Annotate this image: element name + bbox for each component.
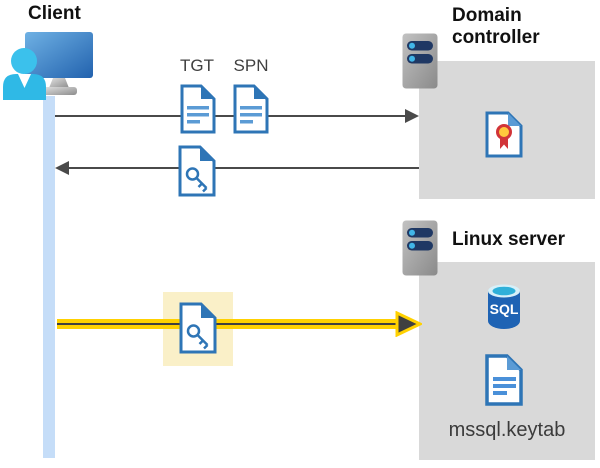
domain-controller-server-icon bbox=[402, 33, 438, 89]
keytab-file-icon bbox=[485, 354, 523, 406]
linux-server-label: Linux server bbox=[452, 229, 565, 250]
tgt-label: TGT bbox=[180, 56, 214, 75]
tgt-ticket-document-icon bbox=[180, 84, 216, 134]
monitor-base bbox=[43, 87, 77, 95]
seal bbox=[496, 124, 512, 140]
sql-database-icon: SQL bbox=[488, 284, 520, 329]
keytab-filename-label: mssql.keytab bbox=[448, 419, 566, 441]
client-lifeline bbox=[43, 96, 55, 458]
response-arrow-head-icon bbox=[55, 161, 69, 175]
key-ticket-icon bbox=[178, 145, 216, 197]
linux-server-icon bbox=[402, 220, 438, 276]
user-icon bbox=[3, 48, 46, 100]
key-glyph bbox=[185, 167, 208, 193]
certificate-icon bbox=[485, 111, 523, 158]
request-arrow-head-icon bbox=[405, 109, 419, 123]
domain-controller-label: Domain controller bbox=[452, 5, 540, 48]
highlighted-key-ticket-icon bbox=[179, 302, 217, 354]
monitor-stand bbox=[49, 78, 69, 88]
monitor-icon bbox=[25, 32, 93, 78]
request-arrow-line bbox=[55, 115, 405, 117]
spn-ticket-document-icon bbox=[233, 84, 269, 134]
sql-text: SQL bbox=[490, 301, 519, 317]
client-user-monitor-icon bbox=[3, 32, 93, 100]
key-glyph bbox=[186, 324, 209, 350]
response-arrow-line bbox=[69, 167, 419, 169]
sql-connection-arrow-core bbox=[57, 323, 399, 325]
spn-label: SPN bbox=[233, 56, 269, 75]
client-label: Client bbox=[28, 3, 81, 24]
sql-connection-arrow-head-icon bbox=[395, 311, 422, 337]
